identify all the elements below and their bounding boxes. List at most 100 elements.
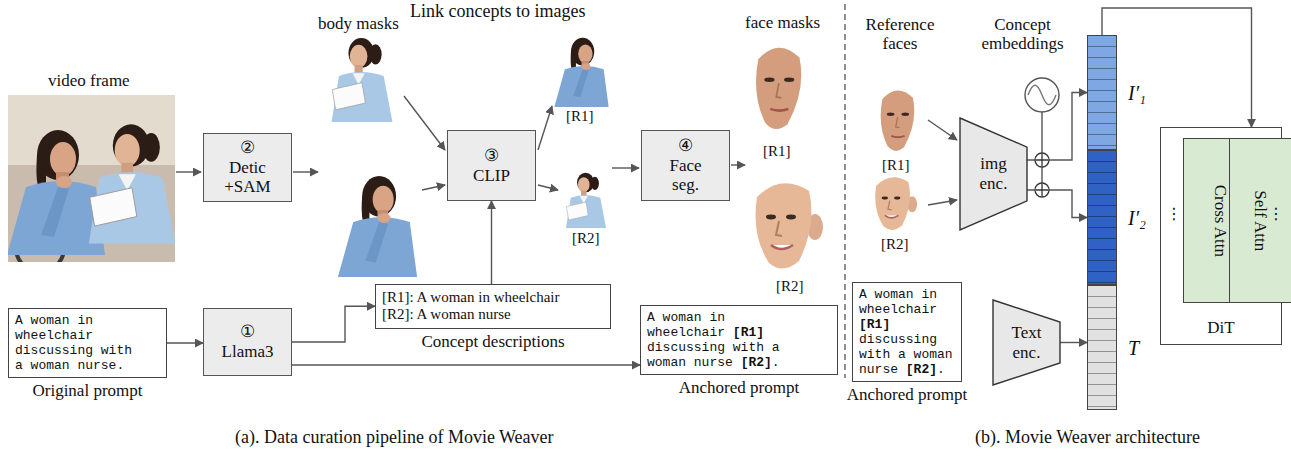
figure-part	[1035, 153, 1049, 167]
add-symbol	[1035, 153, 1049, 197]
figure-part	[1025, 78, 1059, 112]
face-mask	[756, 48, 801, 129]
anchor-token: [R2]	[906, 362, 937, 377]
figure-part	[756, 48, 801, 129]
connector-arrow	[1102, 8, 1252, 127]
reference-face	[881, 90, 915, 150]
encoder-label: img enc.	[974, 154, 1014, 193]
connector-arrow	[167, 342, 203, 343]
concept-line: [R2]: A woman nurse	[382, 306, 511, 323]
concept-tag: [R2]	[881, 236, 909, 253]
encoder-label: Text enc.	[1007, 323, 1047, 362]
prompt-text: A woman in wheelchair [R1] discussing wi…	[647, 310, 782, 370]
box-label: Detic +SAM	[218, 158, 278, 197]
face-mask	[756, 183, 824, 268]
concept-embedding-symbol	[1025, 78, 1059, 183]
figure-caption: (a). Data curation pipeline of Movie Wea…	[235, 428, 554, 448]
figure-part	[404, 96, 445, 150]
figure-part	[554, 38, 608, 107]
figure-part	[1028, 85, 1056, 105]
token-label: I′₁	[1128, 81, 1146, 104]
figure-part	[176, 171, 201, 172]
concept-tag: [R1]	[763, 143, 791, 160]
linked-image	[554, 38, 608, 107]
anchor-token: [R1]	[733, 325, 764, 340]
box-label: CLIP	[473, 166, 510, 186]
figure-part	[566, 173, 606, 228]
body-mask	[338, 176, 417, 277]
prompt-words: .	[772, 355, 780, 370]
prompt-text: A woman in wheelchair [R1] discussing wi…	[859, 287, 955, 377]
ellipsis-mark: ⋮	[1268, 205, 1284, 223]
divider-line	[844, 4, 845, 378]
box-caption: Concept descriptions	[356, 332, 630, 352]
prompt-words: A woman in wheelchair	[859, 287, 937, 317]
figure-part	[293, 171, 318, 172]
concept-box: [R1]: A woman in wheelchair[R2]: A woman…	[375, 284, 611, 329]
connector-arrow	[292, 306, 375, 342]
image-label: video frame	[48, 72, 130, 91]
figure-part	[338, 176, 417, 277]
attention-label-text: Self Attn	[1251, 190, 1271, 251]
prompt-text: A woman in wheelchair discussing with a …	[15, 313, 134, 373]
figure-part	[1041, 112, 1042, 153]
concept-tag: [R1]	[882, 157, 910, 174]
connector-arrow	[292, 364, 640, 365]
process-box: ①Llama3	[203, 308, 292, 376]
figure-part	[1036, 184, 1048, 196]
box-caption: Anchored prompt	[833, 385, 981, 405]
prompt-box: A woman in wheelchair [R1] discussing wi…	[640, 305, 838, 375]
ellipsis-mark: ⋮	[1166, 205, 1182, 223]
image-label: body masks	[318, 15, 399, 34]
image-label: face masks	[745, 14, 820, 33]
image-label: Reference faces	[855, 16, 945, 53]
figure-part	[928, 120, 957, 140]
figure-part	[8, 95, 175, 262]
prompt-box: A woman in wheelchair [R1] discussing wi…	[852, 282, 962, 382]
figure-caption: (b). Movie Weaver architecture	[975, 428, 1200, 448]
process-box: ②Detic +SAM	[203, 133, 292, 202]
box-caption: Anchored prompt	[621, 378, 857, 398]
step-number: ③	[484, 146, 499, 166]
trapezoid-shape	[960, 118, 1027, 230]
encoder-trapezoid: Text enc.	[993, 300, 1060, 385]
box-label: Face seg.	[661, 156, 711, 195]
figure-part	[731, 164, 745, 165]
figure-part	[928, 200, 957, 205]
figure-part	[612, 167, 639, 168]
concept-tag: [R1]	[566, 108, 594, 125]
figure-part	[538, 106, 552, 150]
box-label: Llama3	[222, 342, 274, 362]
connector-arrow	[491, 201, 492, 284]
figure-part	[538, 185, 558, 190]
encoder-trapezoid: img enc.	[960, 118, 1027, 230]
reference-face	[875, 177, 917, 230]
flow-arrow	[176, 96, 957, 205]
figure-part	[1041, 167, 1042, 183]
process-box: ④Face seg.	[641, 130, 730, 201]
concept-tag: [R2]	[776, 278, 804, 295]
prompt-words: A woman in wheelchair discussing with a …	[15, 313, 132, 373]
trapezoid-shape	[993, 300, 1060, 385]
figure-part	[332, 38, 393, 122]
figure-part	[756, 183, 824, 268]
figure-part	[422, 185, 445, 190]
prompt-words: A woman in wheelchair	[647, 310, 733, 340]
token-label: T	[1128, 336, 1139, 359]
transformer-block: DiTCross AttnSelf Attn	[1160, 127, 1282, 345]
step-label: Link concepts to images	[410, 2, 585, 22]
linked-image	[566, 173, 606, 228]
token-block: I′₂	[1087, 150, 1117, 285]
attention-label-text: Cross Attn	[1210, 184, 1230, 256]
figure-part	[1035, 183, 1049, 197]
step-number: ④	[678, 136, 693, 156]
anchor-token: [R1]	[859, 317, 890, 332]
attention-label: Cross Attn	[1184, 211, 1256, 231]
concept-tag: [R2]	[572, 230, 600, 247]
figure-part	[1036, 154, 1048, 166]
prompt-box: A woman in wheelchair discussing with a …	[8, 308, 167, 378]
token-block: I′₁	[1087, 35, 1117, 150]
token-block: T	[1087, 285, 1117, 410]
step-number: ①	[240, 322, 255, 342]
figure-part	[875, 177, 917, 230]
